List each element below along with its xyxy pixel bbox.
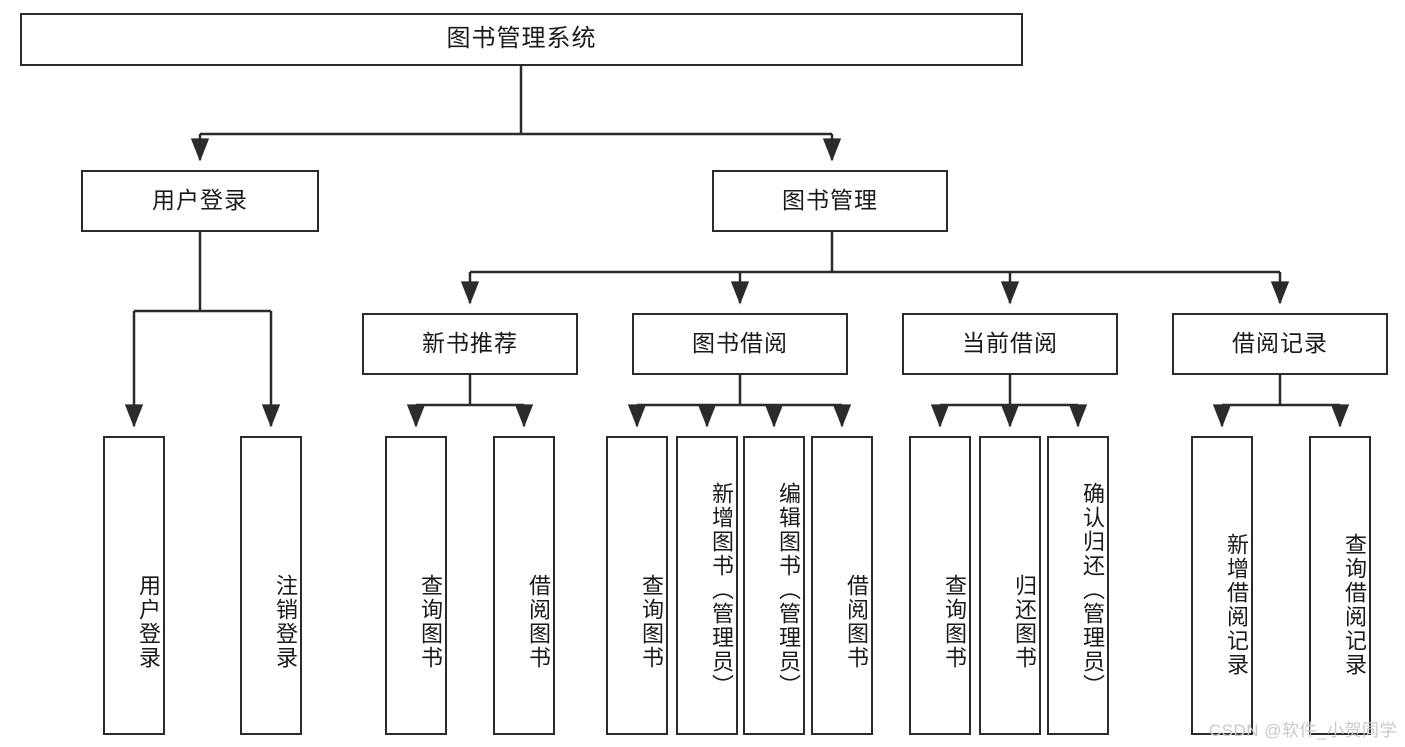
- leaf-add-borrow-record[interactable]: 新增借阅记录: [1191, 436, 1253, 735]
- leaf-query-book-borrow[interactable]: 查询图书: [606, 436, 668, 735]
- node-label: 查询借阅记录: [1342, 532, 1367, 677]
- node-label: 归还图书: [1012, 573, 1037, 670]
- node-label: 新增借阅记录: [1224, 532, 1249, 677]
- leaf-user-login[interactable]: 用户登录: [103, 436, 165, 735]
- node-label: 用户登录: [152, 187, 248, 214]
- leaf-confirm-return-admin[interactable]: 确认归还（管理员）: [1047, 436, 1109, 735]
- node-borrow-record[interactable]: 借阅记录: [1172, 313, 1388, 375]
- node-label: 注销登录: [273, 573, 298, 670]
- leaf-query-borrow-record[interactable]: 查询借阅记录: [1309, 436, 1371, 735]
- node-label: 查询图书: [942, 573, 967, 670]
- node-label: 借阅记录: [1232, 330, 1328, 357]
- leaf-borrow-book-borrow[interactable]: 借阅图书: [811, 436, 873, 735]
- leaf-query-book-current[interactable]: 查询图书: [909, 436, 971, 735]
- node-root-system[interactable]: 图书管理系统: [20, 13, 1023, 66]
- node-label: 图书管理: [782, 187, 878, 214]
- node-current-borrow[interactable]: 当前借阅: [902, 313, 1118, 375]
- node-label: 编辑图书（管理员）: [776, 481, 801, 698]
- node-label: 图书管理系统: [446, 25, 597, 53]
- node-new-book-recommend[interactable]: 新书推荐: [362, 313, 578, 375]
- leaf-return-book[interactable]: 归还图书: [979, 436, 1041, 735]
- node-book-manage[interactable]: 图书管理: [712, 170, 948, 232]
- node-user-login[interactable]: 用户登录: [81, 170, 319, 232]
- node-label: 新增图书（管理员）: [709, 481, 734, 698]
- leaf-query-book-recommend[interactable]: 查询图书: [385, 436, 447, 735]
- node-label: 查询图书: [639, 573, 664, 670]
- node-label: 当前借阅: [962, 330, 1058, 357]
- leaf-user-logout[interactable]: 注销登录: [240, 436, 302, 735]
- leaf-add-book-admin[interactable]: 新增图书（管理员）: [676, 436, 738, 735]
- node-label: 查询图书: [418, 573, 443, 670]
- csdn-watermark: CSDN @软件_小贺同学: [1208, 721, 1397, 740]
- node-label: 新书推荐: [422, 330, 518, 357]
- leaf-edit-book-admin[interactable]: 编辑图书（管理员）: [743, 436, 805, 735]
- node-label: 确认归还（管理员）: [1080, 481, 1105, 698]
- node-label: 借阅图书: [526, 573, 551, 670]
- node-book-borrow[interactable]: 图书借阅: [632, 313, 848, 375]
- node-label: 图书借阅: [692, 330, 788, 357]
- leaf-borrow-book-recommend[interactable]: 借阅图书: [493, 436, 555, 735]
- node-label: 用户登录: [136, 573, 161, 670]
- node-label: 借阅图书: [844, 573, 869, 670]
